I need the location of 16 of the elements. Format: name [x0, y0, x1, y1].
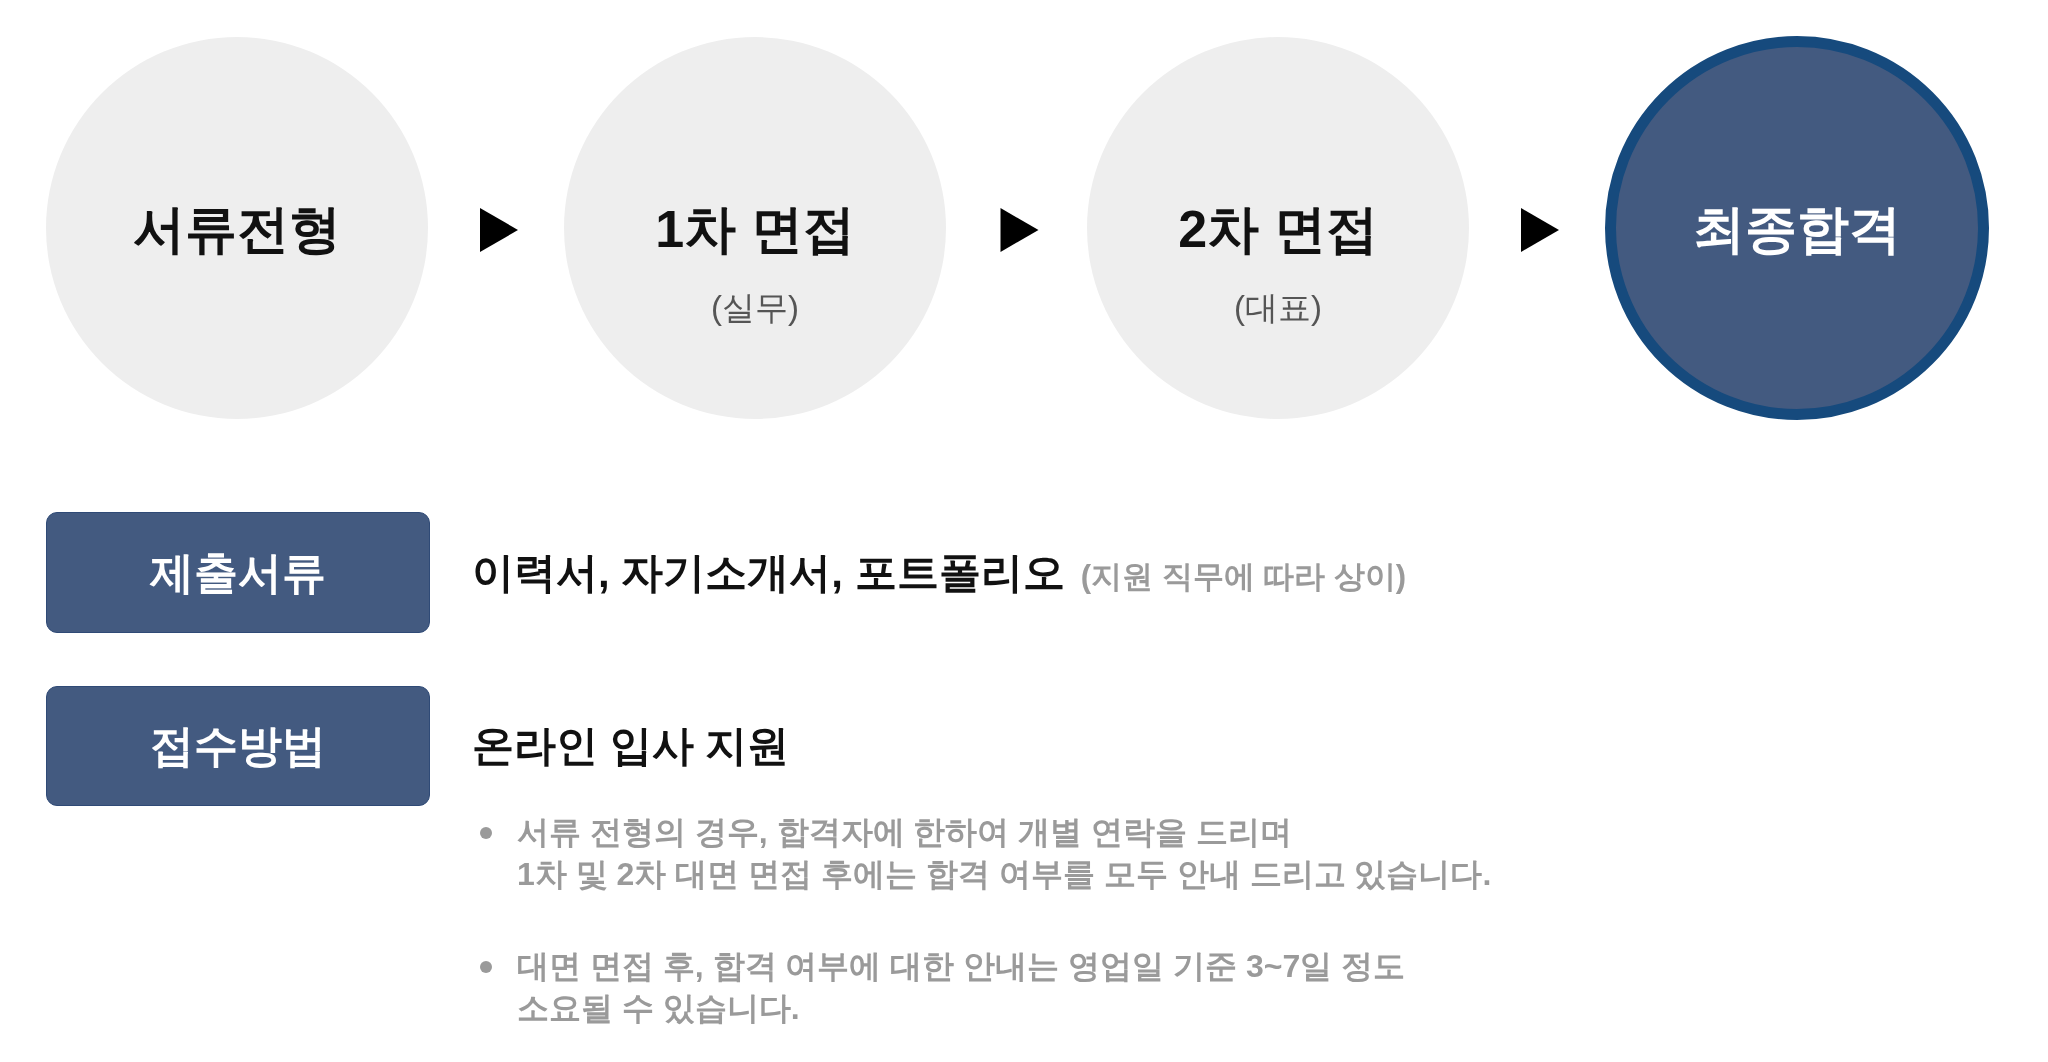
section-label-box: 제출서류	[46, 512, 430, 633]
step-subtitle: (대표)	[1234, 290, 1322, 324]
arrow	[480, 208, 518, 252]
note-text: 대면 면접 후, 합격 여부에 대한 안내는 영업일 기준 3~7일 정도 소요될 수 있습니다.	[517, 947, 1406, 1028]
document-list: 이력서, 자기소개서, 포트폴리오	[472, 552, 1065, 594]
arrow	[1000, 208, 1039, 252]
arrow	[1521, 208, 1559, 252]
note-text: 서류 전형의 경우, 합격자에 한하여 개별 연락을 드리며 1차 및 2차 대면 면접 후에는 합격 여부를 모두 안내 드리고 있습니다.	[517, 813, 1492, 894]
step-subtitle: (실무)	[711, 290, 799, 324]
method-text: 온라인 입사 지원	[472, 725, 790, 767]
step-title: 2차 면접	[1178, 203, 1378, 255]
step-title: 1차 면접	[655, 203, 855, 255]
section-label-box: 접수방법	[46, 686, 430, 806]
remark-text: (지원 직무에 따라 상이)	[1080, 561, 1407, 592]
step-title: 최종합격	[1693, 203, 1901, 255]
step-title: 서류전형	[133, 203, 341, 255]
